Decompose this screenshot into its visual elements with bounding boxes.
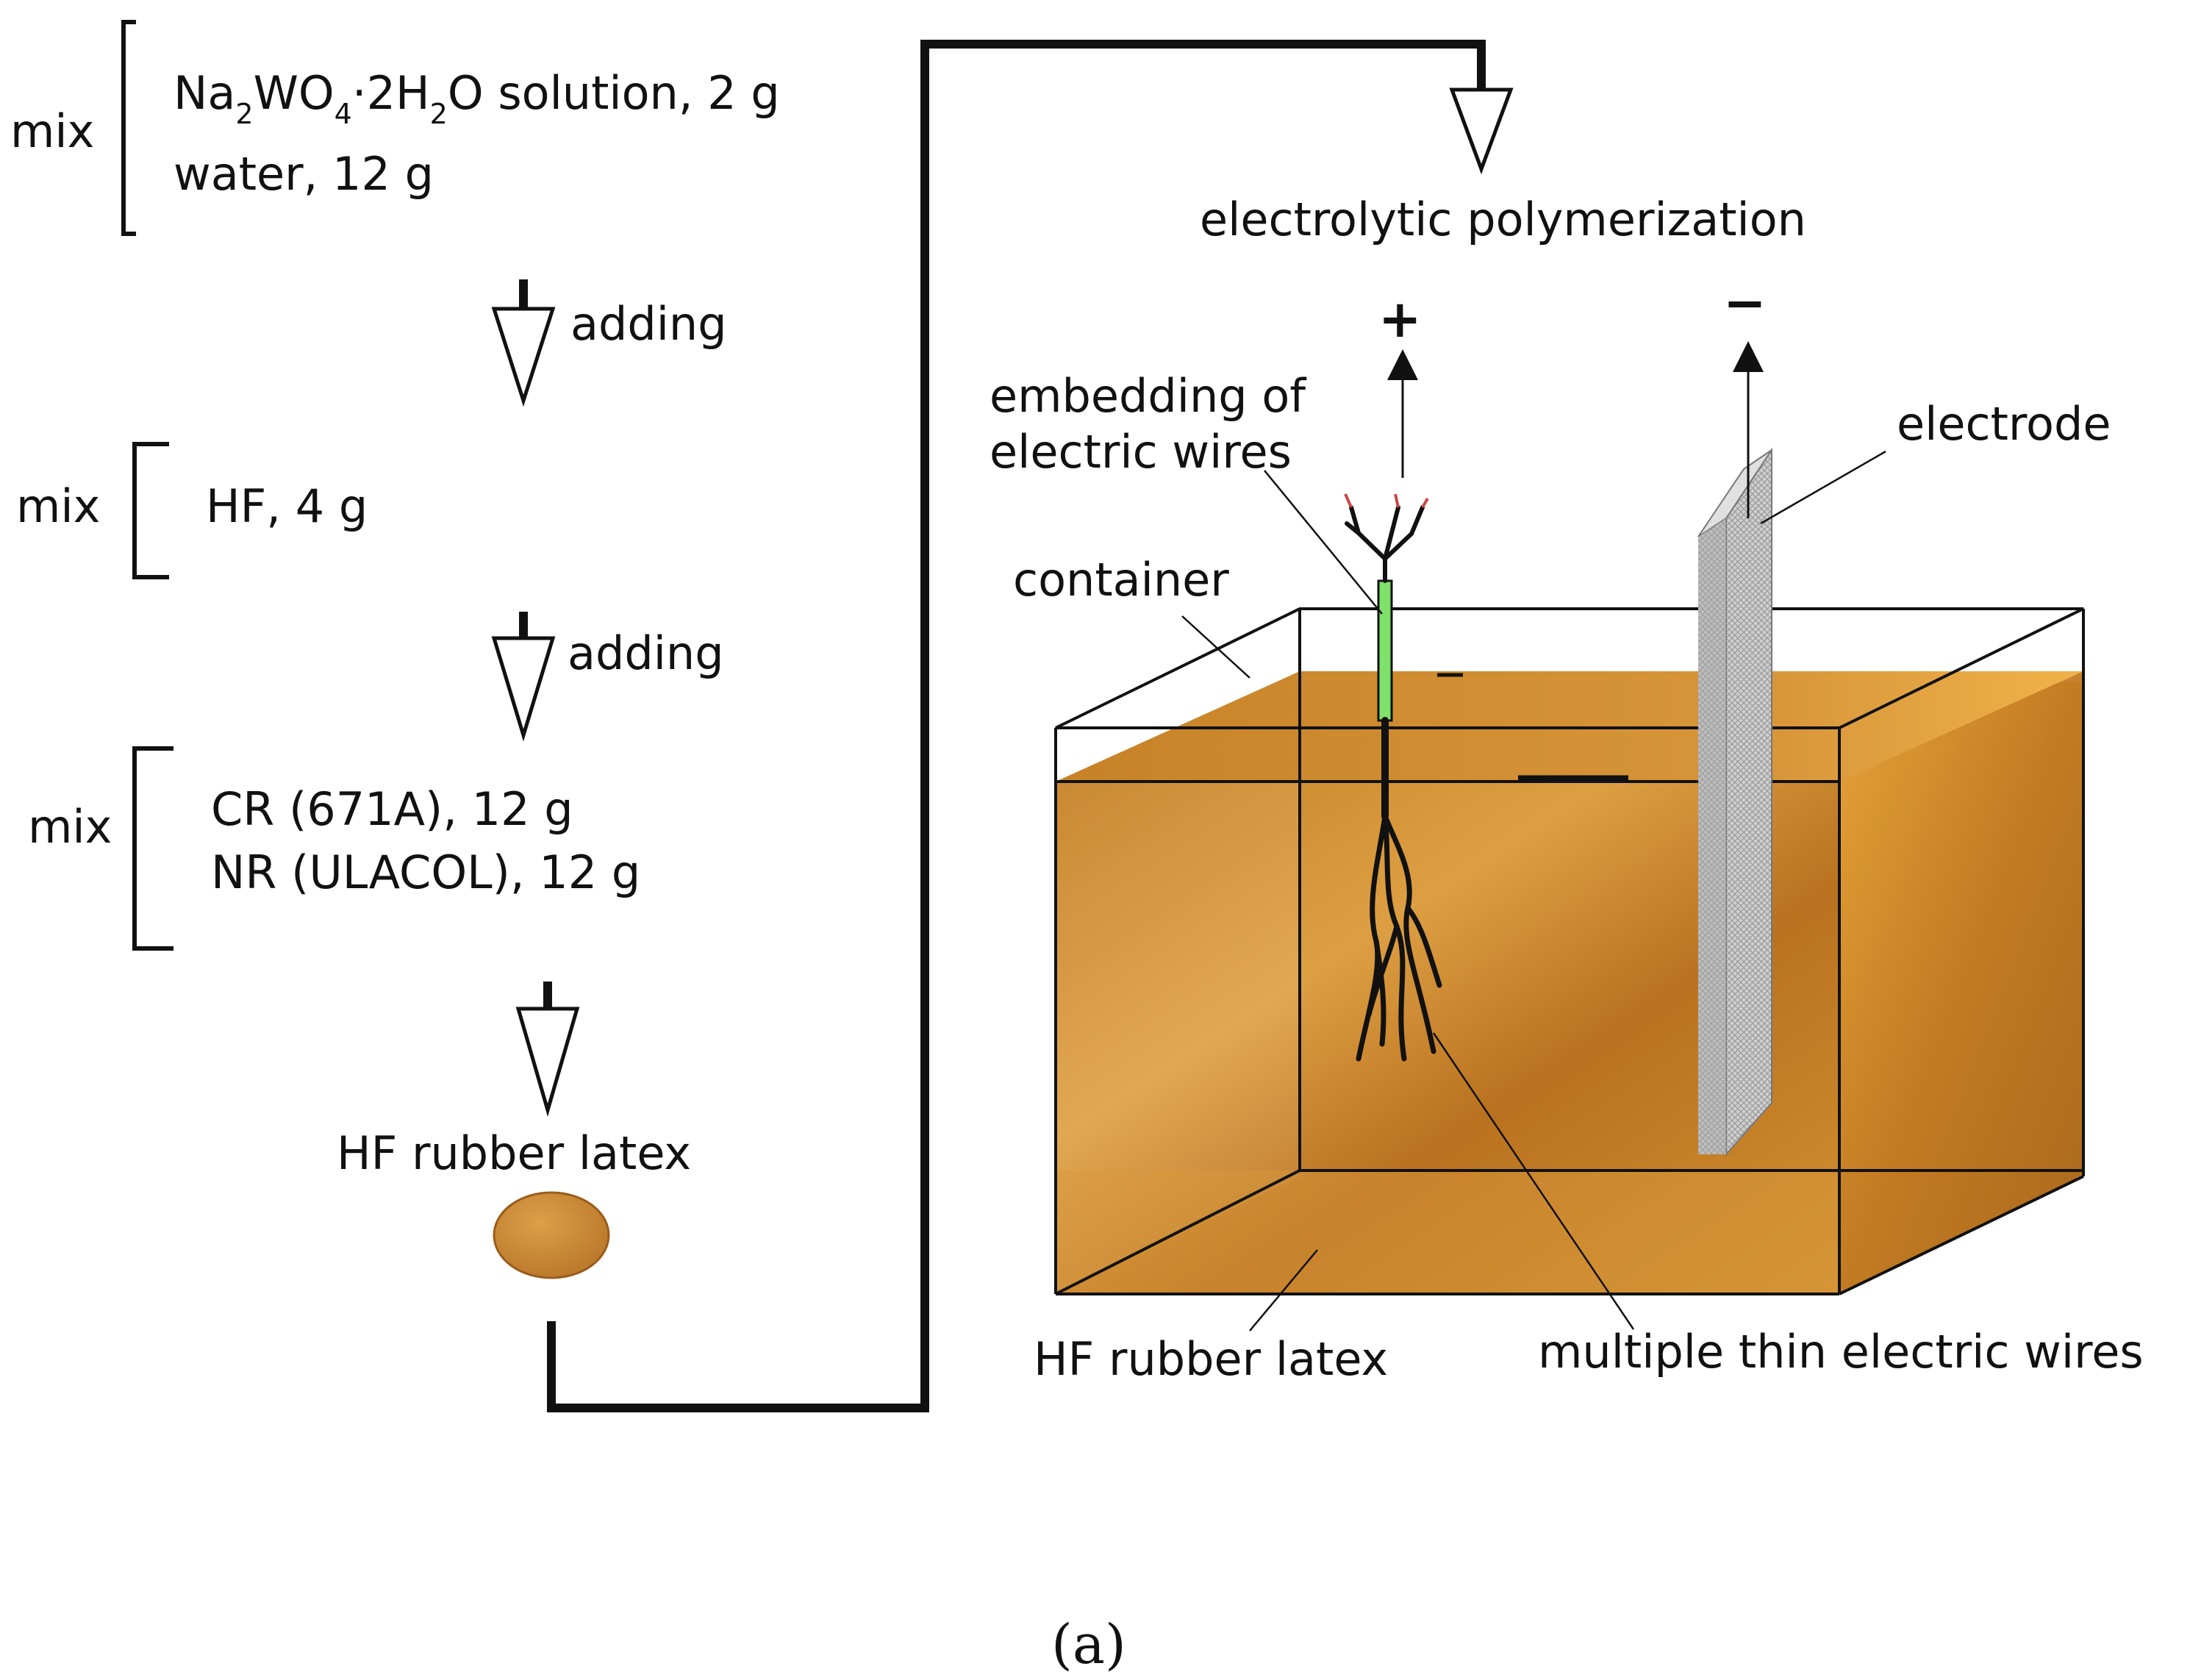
wires-label: multiple thin electric wires [1538,1325,2144,1379]
latex-leader [1249,1249,1318,1332]
arrow-down-1 [491,279,556,407]
product-label: HF rubber latex [337,1126,691,1180]
cathode-sign: − [1723,273,1767,333]
embedding-label-line1: embedding of [990,369,1307,423]
arrow1-label: adding [570,297,727,351]
step1-group: mix Na2WO4·2H2O solution, 2 g water, 12 … [10,20,780,236]
figure-caption: (a) [1051,1613,1126,1676]
latex-ball-icon [493,1191,610,1279]
step3-group: mix CR (671A), 12 g NR (ULACOL), 12 g [28,746,640,951]
step2-group: mix HF, 4 g [16,442,368,579]
wire-bundle [1344,493,1442,1062]
arrow2-label: adding [568,626,724,680]
step3-bracket [132,746,173,951]
arrow-down-4 [1449,87,1514,175]
green-sleeve [1377,579,1393,722]
step3-nr: NR (ULACOL), 12 g [211,846,640,899]
latex-side-face [1839,671,2083,1294]
embedding-label-line2: electric wires [990,425,1292,479]
electrode-plate [1697,447,1772,1157]
step1-mix-label: mix [10,104,94,158]
step1-formula: Na2WO4·2H2O solution, 2 g [173,66,780,130]
connector-line [547,40,1486,1412]
anode-sign: + [1378,289,1422,349]
step2-hf: HF, 4 g [206,479,368,533]
step3-cr: CR (671A), 12 g [211,782,573,836]
step1-water: water, 12 g [173,147,434,201]
container-label: container [1013,553,1229,607]
step2-bracket [132,442,169,579]
wires-leader [1432,1032,1635,1330]
latex-label: HF rubber latex [1034,1332,1388,1386]
arrow-down-2 [491,612,556,742]
arrow-down-3 [515,982,580,1117]
container-box [1054,607,2085,1295]
electrode-leader [1760,450,1886,525]
electrode-label: electrode [1897,397,2111,451]
latex-front-face [1056,782,1839,1294]
step3-mix-label: mix [28,800,112,854]
container-leader [1181,615,1250,679]
apparatus-title: electrolytic polymerization [1200,193,1806,246]
step2-mix-label: mix [16,479,100,533]
step1-bracket [121,20,136,236]
embedding-leader [1264,470,1383,615]
